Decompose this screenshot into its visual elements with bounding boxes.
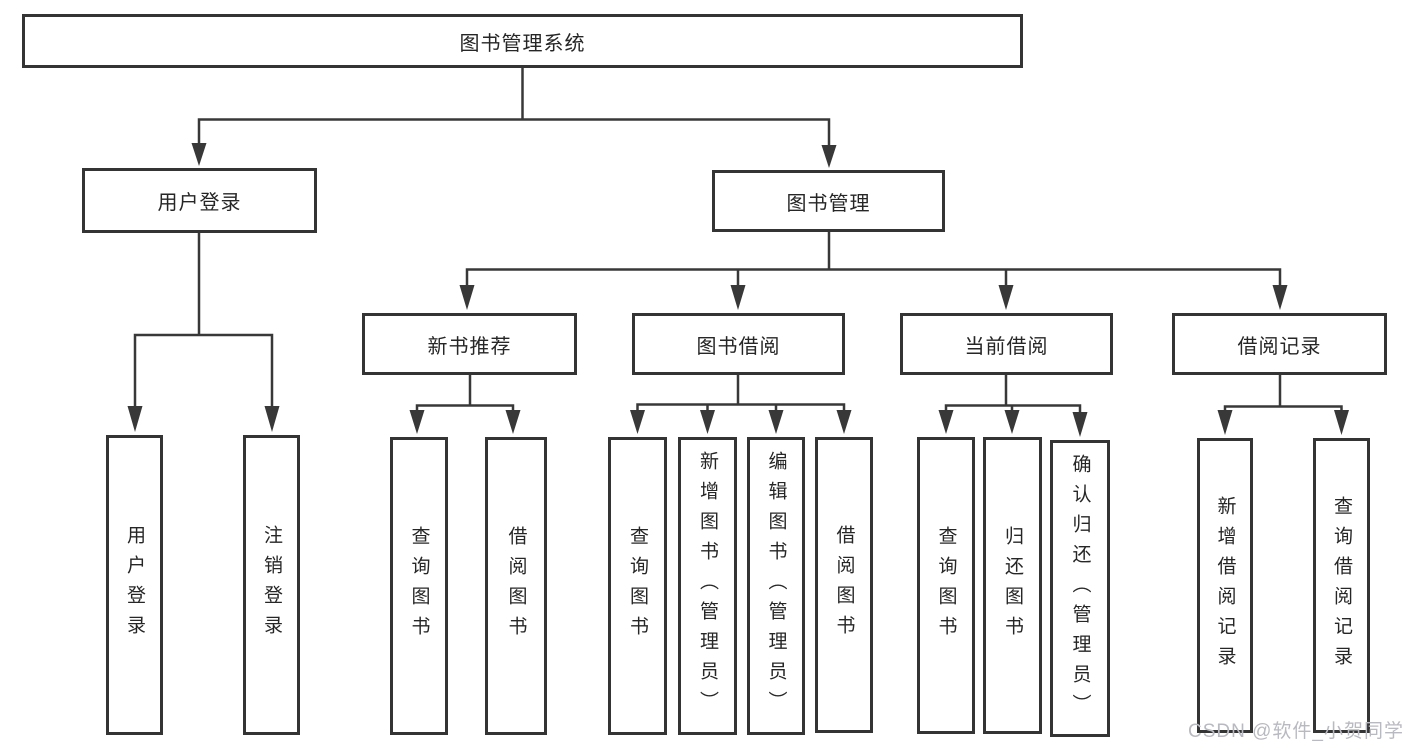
leaf-bb-add-books-admin: 新增图书（管理员）	[678, 437, 737, 735]
arrow-to-nb-query	[409, 410, 425, 434]
node-current-borrow: 当前借阅	[900, 313, 1113, 375]
connector-user-login-branch	[133, 233, 274, 408]
leaf-bb-borrow-books: 借阅图书	[815, 437, 873, 733]
node-book-borrow: 图书借阅	[632, 313, 845, 375]
node-user-login: 用户登录	[82, 168, 317, 233]
arrow-to-current-borrow	[998, 285, 1014, 310]
connector-current-borrow-branch	[944, 375, 1082, 414]
arrow-to-nb-borrow	[505, 410, 521, 434]
connector-root-to-level2	[197, 68, 831, 147]
connector-book-borrow-branch	[636, 375, 846, 412]
arrowheads	[127, 143, 1349, 437]
csdn-watermark: CSDN @软件_小贺同学	[1188, 721, 1404, 742]
arrow-to-new-book	[459, 285, 475, 310]
leaf-nb-borrow-books: 借阅图书	[485, 437, 547, 735]
connector-borrow-record-branch	[1223, 375, 1343, 412]
leaf-cb-confirm-return-admin: 确认归还（管理员）	[1050, 440, 1110, 737]
node-borrow-record: 借阅记录	[1172, 313, 1387, 375]
node-book-management: 图书管理	[712, 170, 945, 232]
arrow-to-user-login	[191, 143, 207, 166]
arrow-to-borrow-record	[1272, 285, 1288, 310]
leaf-nb-query-books: 查询图书	[390, 437, 448, 735]
arrow-to-book-borrow	[730, 285, 746, 310]
arrow-to-br-query	[1334, 410, 1349, 435]
leaf-cb-return-books: 归还图书	[983, 437, 1042, 734]
arrow-to-leaf-logout	[264, 406, 280, 432]
arrow-to-cb-query	[938, 410, 954, 434]
arrow-to-leaf-login	[127, 406, 143, 432]
arrow-to-cb-return	[1004, 410, 1020, 434]
arrow-to-cb-confirm	[1072, 412, 1088, 437]
leaf-br-query-record: 查询借阅记录	[1313, 438, 1370, 733]
arrow-to-bb-borrow	[836, 410, 852, 434]
root-node-library-system: 图书管理系统	[22, 14, 1023, 68]
arrow-to-book-mgmt	[821, 145, 837, 168]
connector-new-book-branch	[415, 375, 515, 412]
leaf-user-login: 用户登录	[106, 435, 163, 735]
leaf-br-add-record: 新增借阅记录	[1197, 438, 1253, 733]
arrow-to-bb-edit	[768, 410, 784, 434]
arrow-to-br-add	[1217, 410, 1233, 435]
arrow-to-bb-add	[700, 410, 715, 434]
leaf-logout: 注销登录	[243, 435, 300, 735]
arrow-to-bb-query	[630, 410, 645, 434]
leaf-bb-query-books: 查询图书	[608, 437, 667, 735]
leaf-cb-query-books: 查询图书	[917, 437, 975, 734]
leaf-bb-edit-books-admin: 编辑图书（管理员）	[747, 437, 805, 735]
node-new-book-recommend: 新书推荐	[362, 313, 577, 375]
connector-book-mgmt-branch	[465, 232, 1282, 287]
